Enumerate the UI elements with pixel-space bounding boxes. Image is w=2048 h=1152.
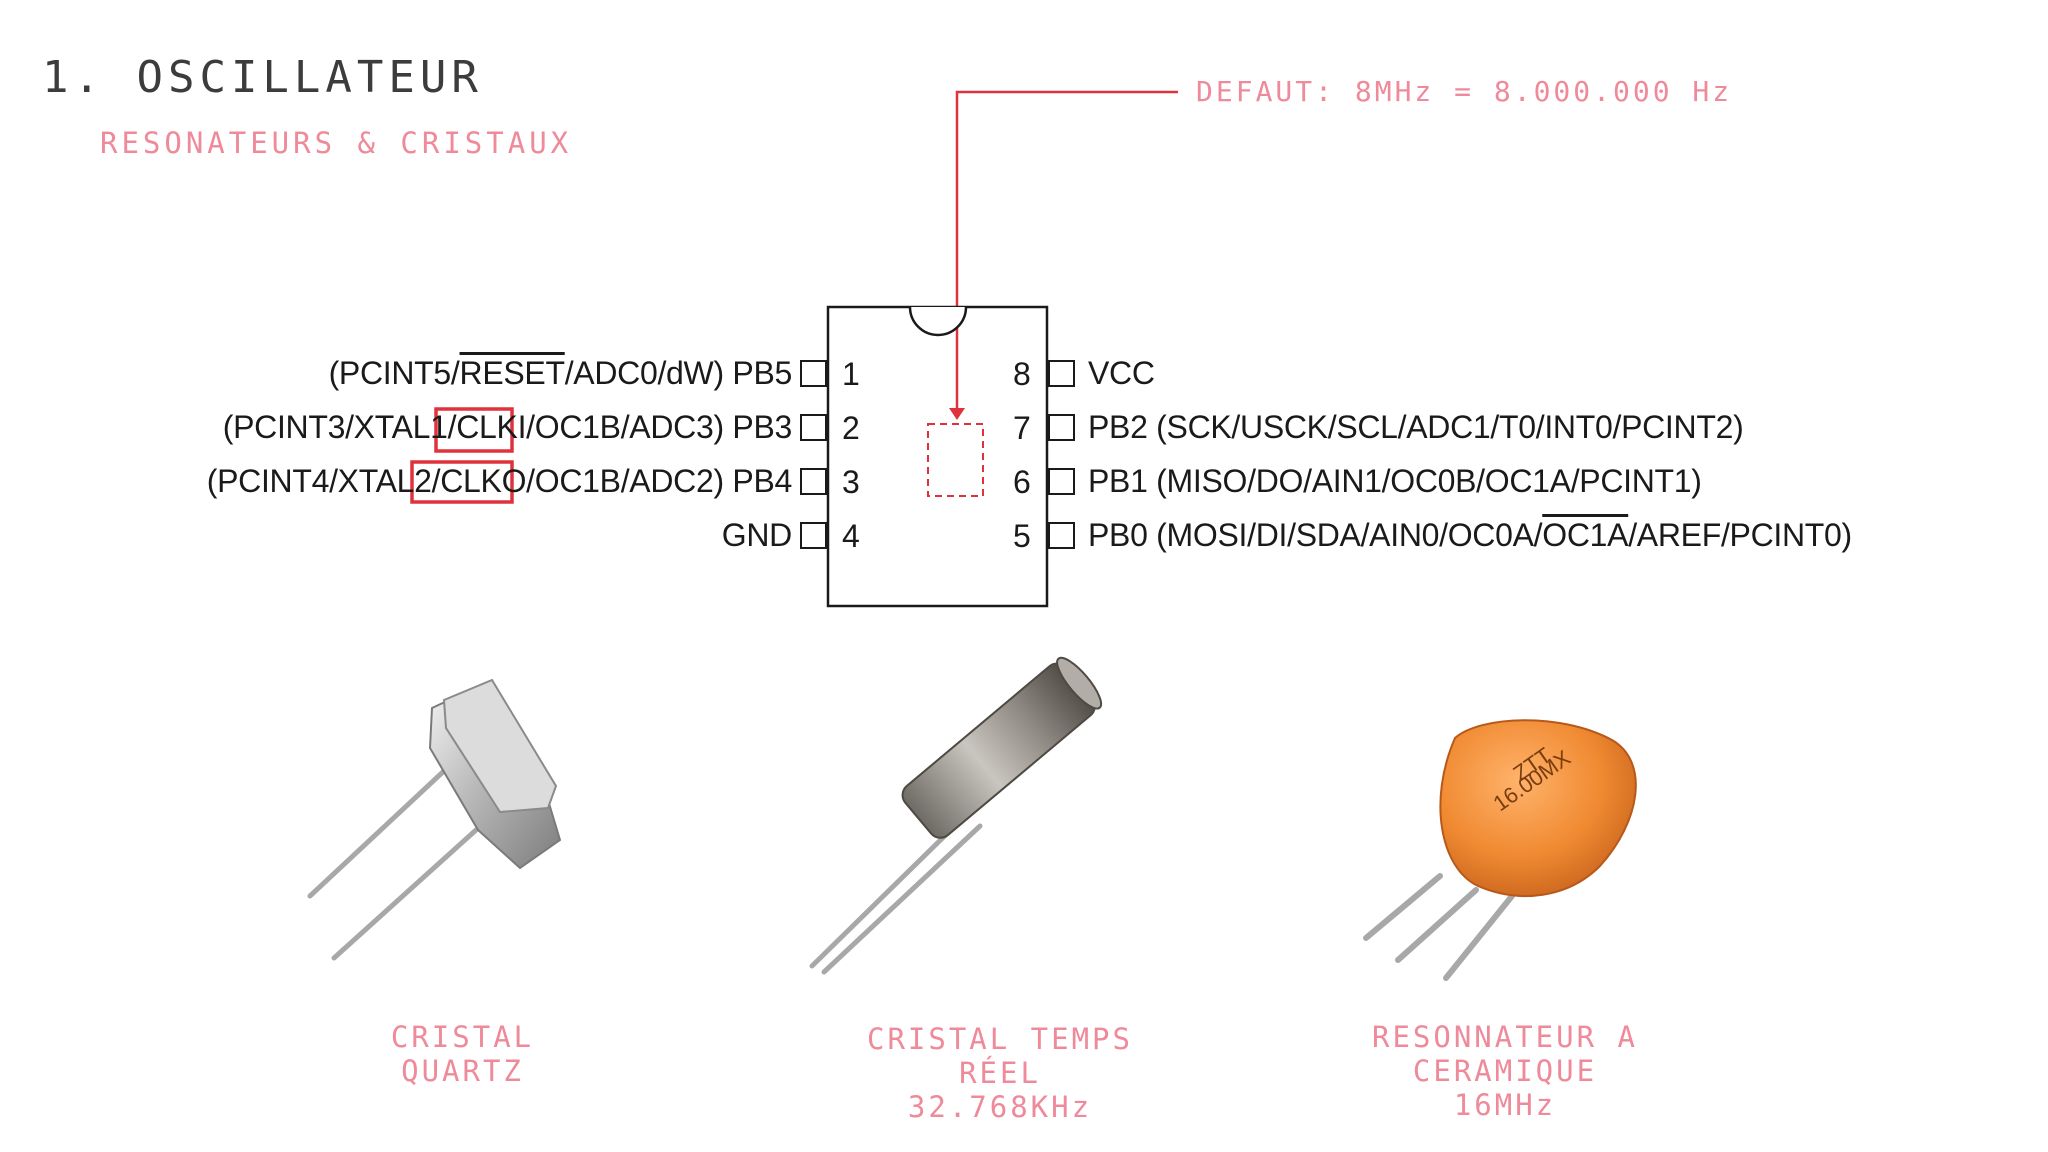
pin-label-8: VCC — [1088, 355, 1155, 391]
caption-ceramic-line-1: RESONNATEUR A — [1372, 1020, 1638, 1054]
caption-real-time: CRISTAL TEMPS RÉEL 32.768KHz — [840, 1022, 1160, 1124]
caption-ceramic: RESONNATEUR A CERAMIQUE 16MHz — [1330, 1020, 1680, 1122]
caption-real-time-line-3: 32.768KHz — [907, 1090, 1093, 1124]
ceramic-resonator-icon: ZTT 16.00MX — [1363, 719, 1637, 981]
pin-3-pad — [800, 468, 827, 495]
pin-6-pad — [1048, 468, 1075, 495]
pin-number-6: 6 — [1013, 464, 1031, 500]
clko-highlight — [410, 460, 514, 504]
caption-quartz-line-2: QUARTZ — [401, 1054, 524, 1088]
internal-oscillator-box — [927, 423, 984, 497]
pin-label-4: GND — [721, 517, 793, 553]
chip-notch — [908, 306, 968, 337]
pin-label-2: (PCINT3/XTAL1/CLKI/OC1B/ADC3) PB3 — [222, 409, 793, 445]
section-subtitle: RESONATEURS & CRISTAUX — [100, 126, 573, 160]
clki-highlight — [434, 407, 514, 453]
pin-label-7: PB2 (SCK/USCK/SCL/ADC1/T0/INT0/PCINT2) — [1088, 409, 1744, 445]
caption-ceramic-line-3: 16MHz — [1453, 1088, 1557, 1122]
pin-number-4: 4 — [842, 518, 860, 554]
caption-quartz-line-1: CRISTAL — [390, 1020, 535, 1054]
pin-number-3: 3 — [842, 464, 860, 500]
pin-label-1: (PCINT5/RESET/ADC0/dW) PB5 — [328, 355, 793, 391]
real-time-crystal-cylinder-icon — [809, 656, 1103, 975]
pin-4-pad — [800, 522, 827, 549]
default-note-arrow — [949, 90, 1178, 420]
caption-real-time-line-1: CRISTAL TEMPS — [867, 1022, 1133, 1056]
pin-label-6: PB1 (MISO/DO/AIN1/OC0B/OC1A/PCINT1) — [1088, 463, 1702, 499]
pin-2-pad — [800, 414, 827, 441]
default-frequency-note: DEFAUT: 8MHz = 8.000.000 Hz — [1196, 75, 1733, 108]
pin-number-2: 2 — [842, 410, 860, 446]
pin-8-pad — [1048, 360, 1075, 387]
pin-1-pad — [800, 360, 827, 387]
pin-number-5: 5 — [1013, 518, 1031, 554]
pin-label-5: PB0 (MOSI/DI/SDA/AIN0/OC0A/OC1A/AREF/PCI… — [1088, 517, 1852, 553]
caption-real-time-line-2: RÉEL — [959, 1056, 1041, 1090]
caption-ceramic-line-2: CERAMIQUE — [1412, 1054, 1598, 1088]
section-title: 1. OSCILLATEUR — [42, 52, 483, 103]
pin-number-7: 7 — [1013, 410, 1031, 446]
quartz-crystal-hc49-icon — [307, 678, 562, 961]
pin-7-pad — [1048, 414, 1075, 441]
pin-number-1: 1 — [842, 356, 860, 392]
pin-label-3: (PCINT4/XTAL2/CLKO/OC1B/ADC2) PB4 — [206, 463, 793, 499]
caption-quartz: CRISTAL QUARTZ — [320, 1020, 605, 1088]
pin-5-pad — [1048, 522, 1075, 549]
pin-number-8: 8 — [1013, 356, 1031, 392]
